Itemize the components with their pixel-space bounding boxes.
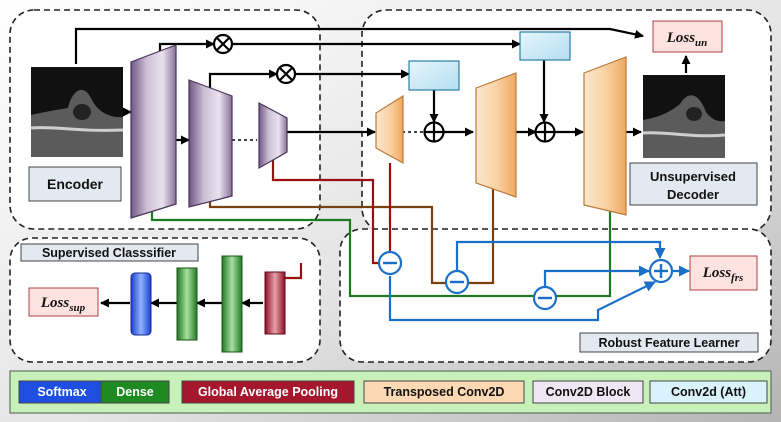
input-oct-image (30, 67, 124, 157)
green-skip-line (150, 210, 612, 298)
add-icon-1 (423, 121, 445, 143)
loss-frs-box (689, 255, 758, 291)
dense-block-1 (176, 267, 198, 341)
input-to-loss-line (74, 27, 644, 64)
legend-item: Transposed Conv2D (363, 380, 525, 404)
decoder-block-1 (375, 94, 404, 165)
legend-label: Conv2d (Att) (671, 385, 746, 399)
multiply-icon-2 (275, 63, 297, 85)
legend-swatch (649, 380, 768, 404)
red-classifier-line (285, 263, 303, 280)
feature-learner-label: Robust Feature Learner (598, 336, 739, 350)
softmax-block (130, 272, 152, 336)
legend-swatch (100, 380, 170, 404)
legend-item: Conv2D Block (532, 380, 644, 404)
attention-block-1 (408, 60, 460, 91)
classifier-label: Supervised Classsifier (42, 246, 176, 260)
decoder-label-box (629, 162, 758, 206)
multiply-icon-1 (212, 33, 234, 55)
add-icon-2 (534, 121, 556, 143)
legend-label: Global Average Pooling (198, 385, 338, 399)
encoder-label-box (28, 166, 122, 202)
feature-learner-label-box (579, 332, 759, 353)
legend-item: Dense (100, 380, 170, 404)
legend-swatch (181, 380, 355, 404)
loss-un-box (652, 20, 723, 53)
classifier-label-box (20, 243, 199, 262)
blue-line-1 (388, 276, 656, 322)
brown-skip-line (208, 183, 495, 285)
legend-item: Softmax (18, 380, 106, 404)
decoder-block-2 (475, 72, 517, 198)
sum-icon (648, 258, 674, 284)
loss-un-label: Lossun (666, 30, 708, 49)
decoder-label-line2: Decoder (667, 187, 719, 202)
loss-sup-label: Losssup (40, 295, 86, 314)
legend-item: Conv2d (Att) (649, 380, 768, 404)
subtract-icon-2 (444, 269, 470, 295)
loss-sup-box (28, 287, 99, 317)
legend-label: Transposed Conv2D (384, 385, 505, 399)
legend-swatch (363, 380, 525, 404)
loss-frs-label: Lossfrs (702, 265, 744, 284)
legend-label: Conv2D Block (546, 385, 631, 399)
encoder-label: Encoder (47, 176, 104, 192)
blue-line-3 (543, 265, 650, 287)
decoder-block-3 (583, 56, 627, 216)
legend: Softmax Dense Global Average Pooling Transp… (18, 380, 768, 404)
dense-block-2 (221, 255, 243, 353)
legend-item: Global Average Pooling (181, 380, 355, 404)
legend-swatch (532, 380, 644, 404)
enc2-to-mult-line (208, 69, 278, 90)
subtract-icon-1 (377, 250, 403, 276)
blue-line-2 (455, 240, 666, 270)
subtract-icon-3 (532, 285, 558, 311)
encoder-block-3 (258, 101, 288, 170)
decoder-label-line1: Unsupervised (650, 169, 736, 184)
encoder-block-1 (130, 44, 177, 219)
encoder-block-2 (188, 79, 233, 208)
reconstructed-oct-image (642, 75, 726, 158)
gap-block (264, 271, 286, 335)
legend-label: Softmax (37, 385, 86, 399)
legend-label: Dense (116, 385, 154, 399)
attention-block-2 (519, 31, 571, 61)
